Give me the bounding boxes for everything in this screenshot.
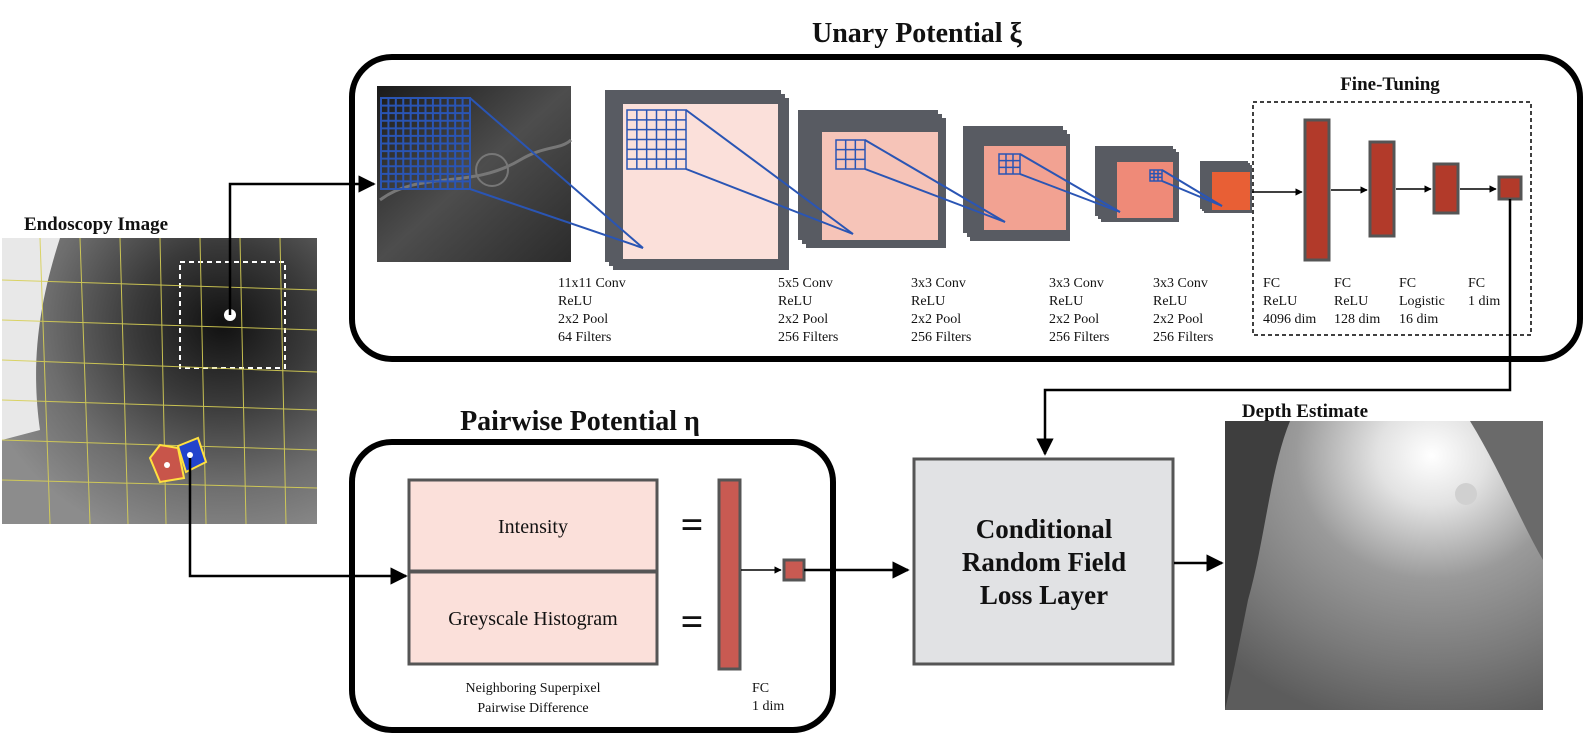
fc-label: ReLU [1263,294,1297,309]
depth-estimate-image [1225,421,1543,710]
crf-box [912,457,1175,666]
conv-label: 256 Filters [1049,330,1109,345]
pairwise-caption-line-2: Pairwise Difference [477,701,588,716]
receptive-field-grid-4 [998,153,1021,175]
histogram-box [407,570,659,666]
fc-label: Logistic [1399,294,1445,309]
fine-tuning-box [1252,101,1532,336]
fc-label: FC [1334,276,1351,291]
conv-stack-4 [1095,146,1179,222]
fc-label: 4096 dim [1263,312,1316,327]
fc-bar-128 [1368,140,1396,238]
pairwise-feature-bar [717,478,742,671]
conv-label: 2x2 Pool [778,312,828,327]
receptive-field-grid-5 [1149,169,1163,182]
crf-label-line-2: Random Field [962,547,1126,577]
receptive-field-grid-1 [380,97,1223,253]
depth-title: Depth Estimate [1242,401,1368,422]
conv-label: 64 Filters [558,330,611,345]
pairwise-title: Pairwise Potential η [460,406,700,437]
fc-label: FC [1263,276,1280,291]
fc-label: ReLU [1334,294,1368,309]
crf-label-line-1: Conditional [976,514,1113,544]
conv-label: 256 Filters [778,330,838,345]
conv-label: ReLU [1049,294,1083,309]
conv-label: ReLU [558,294,592,309]
crop-region [179,261,286,369]
conv-label: ReLU [778,294,812,309]
conv-label: 3x3 Conv [1049,276,1104,291]
conv-label: 11x11 Conv [558,276,626,291]
fc-label: 128 dim [1334,312,1380,327]
conv-label: 2x2 Pool [558,312,608,327]
conv-label: ReLU [1153,294,1187,309]
conv-stack-3 [963,126,1070,241]
fc-bars [1303,118,1523,262]
receptive-field-grid-2 [626,109,687,170]
intensity-label: Intensity [498,516,568,538]
unary-frame [349,54,1583,362]
conv-stack-1 [605,90,789,270]
equals-sign-2: = [681,599,704,644]
conv-label: 256 Filters [911,330,971,345]
superpixel-grid [1,237,318,525]
pairwise-caption-line-1: Neighboring Superpixel [466,681,601,696]
pairwise-fc-label-2: 1 dim [752,699,784,714]
conv-projection-lines [469,97,1223,249]
main-arrows [188,175,1512,585]
pairwise-fc-bar [782,558,806,582]
equals-sign-1: = [681,502,704,547]
unary-title: Unary Potential ξ [812,18,1023,49]
conv-label: 2x2 Pool [1049,312,1099,327]
fc-bar-4096 [1303,118,1331,262]
receptive-field-grid-3 [835,139,866,170]
conv-label: 3x3 Conv [1153,276,1208,291]
fc-bar-16 [1432,162,1460,215]
fc-layer-labels: FC ReLU 4096 dim FC ReLU 128 dim FC Logistic 16 … [1263,276,1500,327]
conv-label: 256 Filters [1153,330,1213,345]
fc-label: FC [1399,276,1416,291]
fc-label: 1 dim [1468,294,1500,309]
pairwise-fc-label-1: FC [752,681,769,696]
fc-bar-1 [1497,175,1523,201]
conv-label: 5x5 Conv [778,276,833,291]
conv-stack-5 [1200,161,1252,213]
conv-label: 3x3 Conv [911,276,966,291]
fine-tuning-title: Fine-Tuning [1340,74,1440,95]
crf-label-line-3: Loss Layer [980,580,1108,610]
pairwise-frame [349,439,836,733]
fc-label: FC [1468,276,1485,291]
conv-label: ReLU [911,294,945,309]
fc-label: 16 dim [1399,312,1438,327]
conv-stack-2 [798,110,946,248]
endoscopy-title: Endoscopy Image [24,214,168,235]
histogram-label: Greyscale Histogram [448,608,618,630]
conv-label: 2x2 Pool [1153,312,1203,327]
conv-label: 2x2 Pool [911,312,961,327]
fc-arrows [1252,185,1497,196]
endoscopy-image [1,237,318,525]
